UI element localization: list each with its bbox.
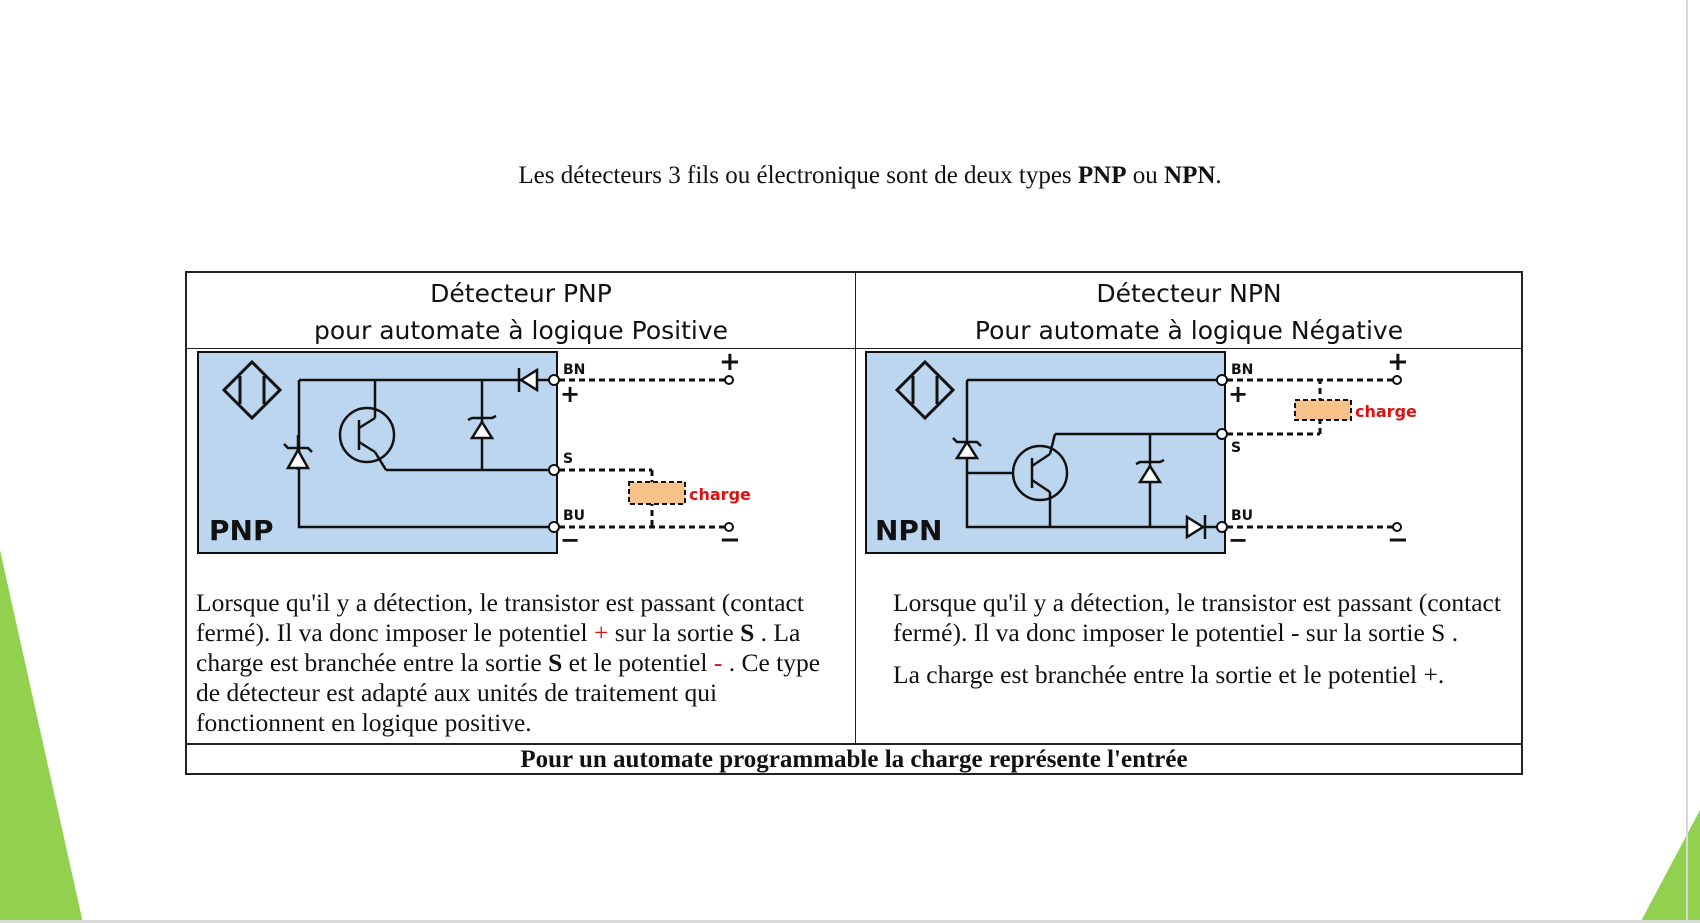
pnp-box-label: PNP <box>209 514 273 547</box>
pnp-explanation-paragraph: Lorsque qu'il y a détection, le transist… <box>196 588 821 737</box>
npn-transistor <box>967 433 1069 527</box>
npn-minus-inner: − <box>1228 526 1248 554</box>
pnp-load-label: charge <box>689 485 751 504</box>
pnp-zener-diode <box>283 435 313 470</box>
pnp-transistor <box>338 380 396 471</box>
npn-load <box>1294 399 1352 421</box>
npn-plus-top: + <box>1387 350 1409 377</box>
pnp-plus-potential: + <box>593 618 609 647</box>
intro-pnp: PNP <box>1077 162 1127 189</box>
intro-sentence: Les détecteurs 3 fils ou électronique so… <box>518 162 1222 189</box>
pnp-minus-potential: - <box>713 648 723 677</box>
pnp-output-s-1: S <box>740 618 755 647</box>
npn-wiring-diagram: NPN BN S BU + + − − charge <box>865 350 1417 555</box>
table-column-divider <box>855 273 856 744</box>
npn-explanation: Lorsque qu'il y a détection, le transist… <box>893 588 1513 690</box>
npn-minus-bottom: − <box>1387 525 1409 555</box>
pnp-terminal-s: S <box>563 451 573 467</box>
pnp-explanation: Lorsque qu'il y a détection, le transist… <box>196 588 841 738</box>
npn-explanation-paragraph-1: Lorsque qu'il y a détection, le transist… <box>893 588 1501 647</box>
npn-sensor-box <box>865 351 1226 554</box>
pnp-load <box>628 481 686 505</box>
npn-terminal-bn: BN <box>1231 362 1253 378</box>
detector-comparison-table: Détecteur PNP pour automate à logique Po… <box>185 271 1523 775</box>
pnp-terminal-bu: BU <box>563 508 585 524</box>
table-header-divider <box>187 348 1521 349</box>
pnp-plus-top: + <box>719 350 741 377</box>
pnp-wiring-diagram: PNP BN S BU + + − − charge <box>197 350 751 555</box>
green-triangle-right <box>1640 810 1700 923</box>
npn-terminal-bu: BU <box>1231 508 1253 524</box>
pnp-terminal-bn: BN <box>563 362 585 378</box>
npn-zener-diode <box>952 437 982 460</box>
table-footer-divider <box>187 743 1521 745</box>
pnp-sensor-box <box>197 351 558 554</box>
npn-heading-subtitle: Pour automate à logique Négative <box>974 316 1404 345</box>
table-footer-note: Pour un automate programmable la charge … <box>520 746 1188 773</box>
pnp-minus-inner: − <box>560 526 580 554</box>
pnp-heading-subtitle: pour automate à logique Positive <box>313 316 729 345</box>
pnp-proximity-icon <box>221 359 283 421</box>
npn-plus-inner: + <box>1228 380 1248 408</box>
npn-box-label: NPN <box>875 514 942 547</box>
npn-column-heading: Détecteur NPN Pour automate à logique Né… <box>856 275 1522 347</box>
npn-explanation-paragraph-2: La charge est branchée entre la sortie e… <box>893 660 1445 689</box>
slide-bottom-border <box>0 920 1700 923</box>
pnp-plus-inner: + <box>560 380 580 408</box>
npn-series-diode <box>1185 514 1207 540</box>
pnp-minus-bottom: − <box>719 525 741 555</box>
npn-proximity-icon <box>894 359 956 421</box>
green-triangle-left <box>0 550 83 923</box>
npn-terminal-s: S <box>1231 440 1241 456</box>
pnp-column-heading: Détecteur PNP pour automate à logique Po… <box>187 275 855 347</box>
pnp-series-diode <box>517 367 539 393</box>
slide-right-border <box>1686 0 1688 923</box>
npn-protection-zener <box>1135 434 1165 527</box>
intro-npn: NPN <box>1164 162 1216 189</box>
npn-load-label: charge <box>1355 402 1417 421</box>
pnp-output-s-2: S <box>548 648 563 677</box>
pnp-protection-zener <box>467 380 497 470</box>
pnp-heading-title: Détecteur PNP <box>430 279 612 308</box>
npn-heading-title: Détecteur NPN <box>1096 279 1282 308</box>
